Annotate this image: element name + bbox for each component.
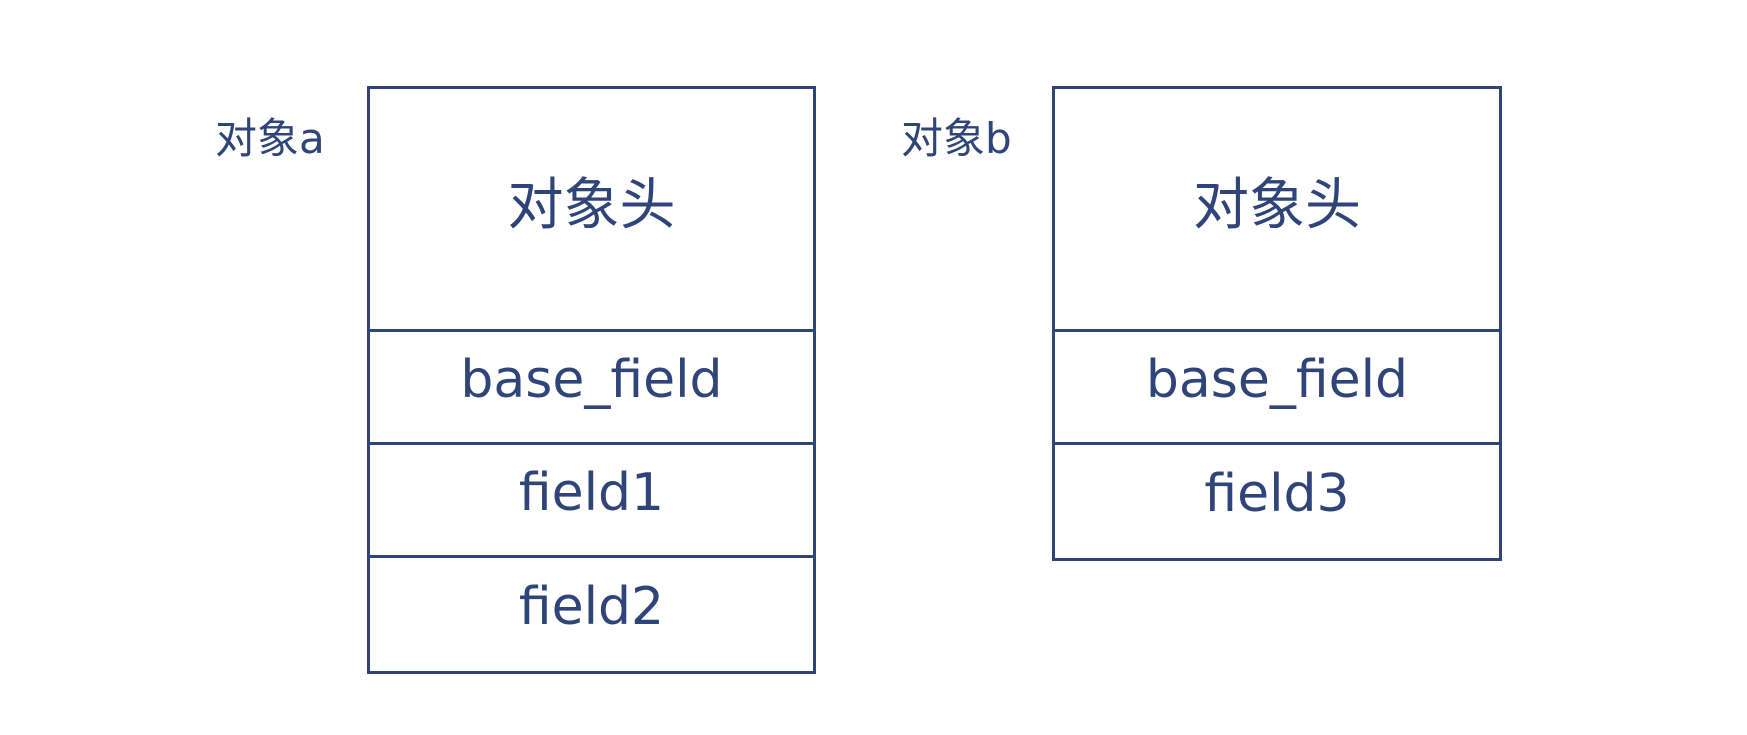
object-a-header-text: 对象头 xyxy=(507,172,676,238)
object-b-field-cell: base_field xyxy=(1055,332,1499,445)
object-a-field-text: field1 xyxy=(518,463,665,523)
object-b-box: 对象头 base_field field3 xyxy=(1052,86,1502,561)
object-b-header-text: 对象头 xyxy=(1193,172,1361,238)
object-a-field-text: base_field xyxy=(460,350,723,410)
object-a-field-cell: field1 xyxy=(370,445,813,558)
object-b-field-text: base_field xyxy=(1145,350,1409,410)
object-a-field-text: field2 xyxy=(518,576,665,637)
object-a-header-cell: 对象头 xyxy=(370,89,813,332)
object-a-label: 对象a xyxy=(215,114,325,163)
object-a-field-cell: field2 xyxy=(370,558,813,669)
object-a-box: 对象头 base_field field1 field2 xyxy=(367,86,816,674)
object-a-field-cell: base_field xyxy=(370,332,813,445)
object-b-label: 对象b xyxy=(901,114,1012,163)
object-b-header-cell: 对象头 xyxy=(1055,89,1499,332)
object-b-field-text: field3 xyxy=(1204,463,1350,524)
object-b-field-cell: field3 xyxy=(1055,445,1499,556)
